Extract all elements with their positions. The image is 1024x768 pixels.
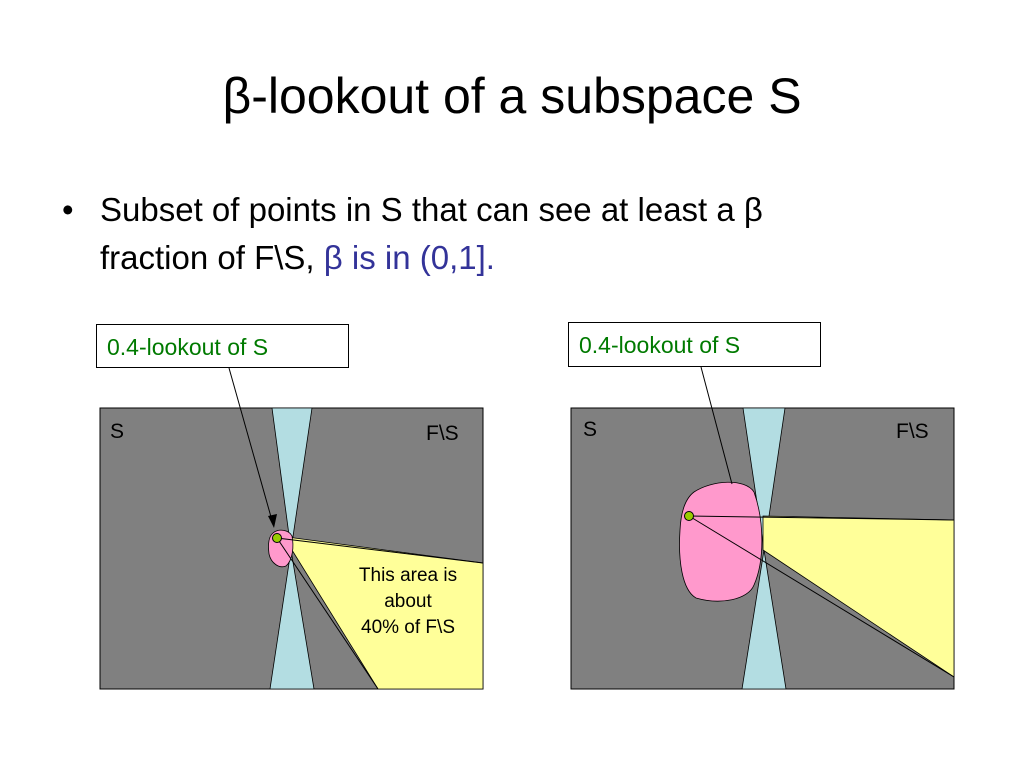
left-area-note: This area is about 40% of F\S [333, 563, 483, 641]
right-callout-label: 0.4-lookout of S [568, 322, 821, 367]
bullet-text: Subset of points in S that can see at le… [100, 186, 960, 282]
left-callout-label: 0.4-lookout of S [96, 324, 349, 368]
right-sight-line-upper [688, 515, 955, 521]
bullet-text-line1: Subset of points in S that can see at le… [100, 191, 763, 228]
left-area-note-line3: 40% of F\S [361, 617, 455, 638]
bullet-dot: • [62, 191, 74, 228]
left-area-note-line1: This area is [358, 565, 458, 586]
left-area-note-line2: about [384, 591, 432, 612]
right-lookout-region [679, 481, 763, 602]
left-sight-line-upper [276, 537, 484, 564]
right-callout-pointer [700, 366, 733, 485]
bullet-text-line2: fraction of F\S, [100, 239, 324, 276]
left-sight-line-lower [276, 537, 379, 690]
right-diagram [570, 366, 955, 690]
left-viewpoint [272, 533, 282, 543]
right-sight-line-lower [688, 515, 955, 678]
bullet-highlight: β is in (0,1]. [323, 239, 495, 276]
left-label-s: S [110, 420, 125, 443]
right-label-fs: F\S [896, 420, 929, 443]
left-callout-pointer [228, 367, 274, 525]
right-viewpoint [684, 511, 694, 521]
slide-title: β-lookout of a subspace S [222, 68, 802, 124]
left-label-fs: F\S [426, 422, 459, 445]
right-label-s: S [583, 418, 598, 441]
left-callout-arrowhead [268, 514, 277, 528]
left-diagram [99, 367, 484, 690]
